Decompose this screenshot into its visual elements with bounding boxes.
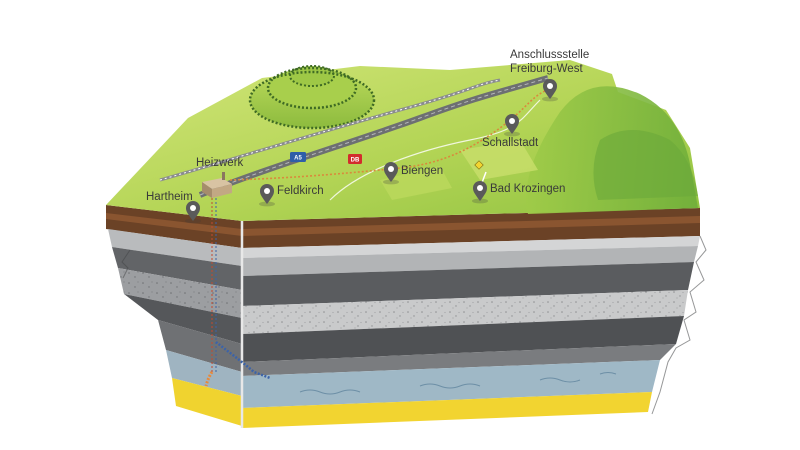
pin-anschlussstelle [542,79,558,102]
label-biengen: Biengen [401,165,443,177]
railway-sign: DB [348,154,362,164]
pin-schallstadt [504,114,520,137]
label-anschluss-line1: Anschlussstelle [510,49,589,61]
pin-bad-krozingen [472,181,488,204]
junction-marker-icon [474,160,484,170]
pin-feldkirch [259,184,275,207]
terrain-surface [106,60,700,221]
production-well-icon [204,371,214,387]
label-anschluss-line2: Freiburg-West [510,63,583,75]
railway-label: DB [351,158,360,164]
pin-hartheim [185,201,201,224]
left-face-strata [106,205,242,426]
autobahn-shield: A5 [290,152,306,162]
label-heizwerk: Heizwerk [196,157,244,169]
right-face-strata [240,208,707,428]
label-schallstadt: Schallstadt [482,137,539,149]
injection-well-icon [215,341,271,380]
autobahn-label: A5 [294,156,302,162]
transport-network [159,75,553,201]
pin-biengen [383,162,399,185]
label-bad-krozingen: Bad Krozingen [490,183,565,195]
label-hartheim: Hartheim [146,191,193,203]
heizwerk-building [202,172,232,198]
hill [248,65,376,130]
geothermal-borehole [204,198,271,387]
label-feldkirch: Feldkirch [277,185,324,197]
